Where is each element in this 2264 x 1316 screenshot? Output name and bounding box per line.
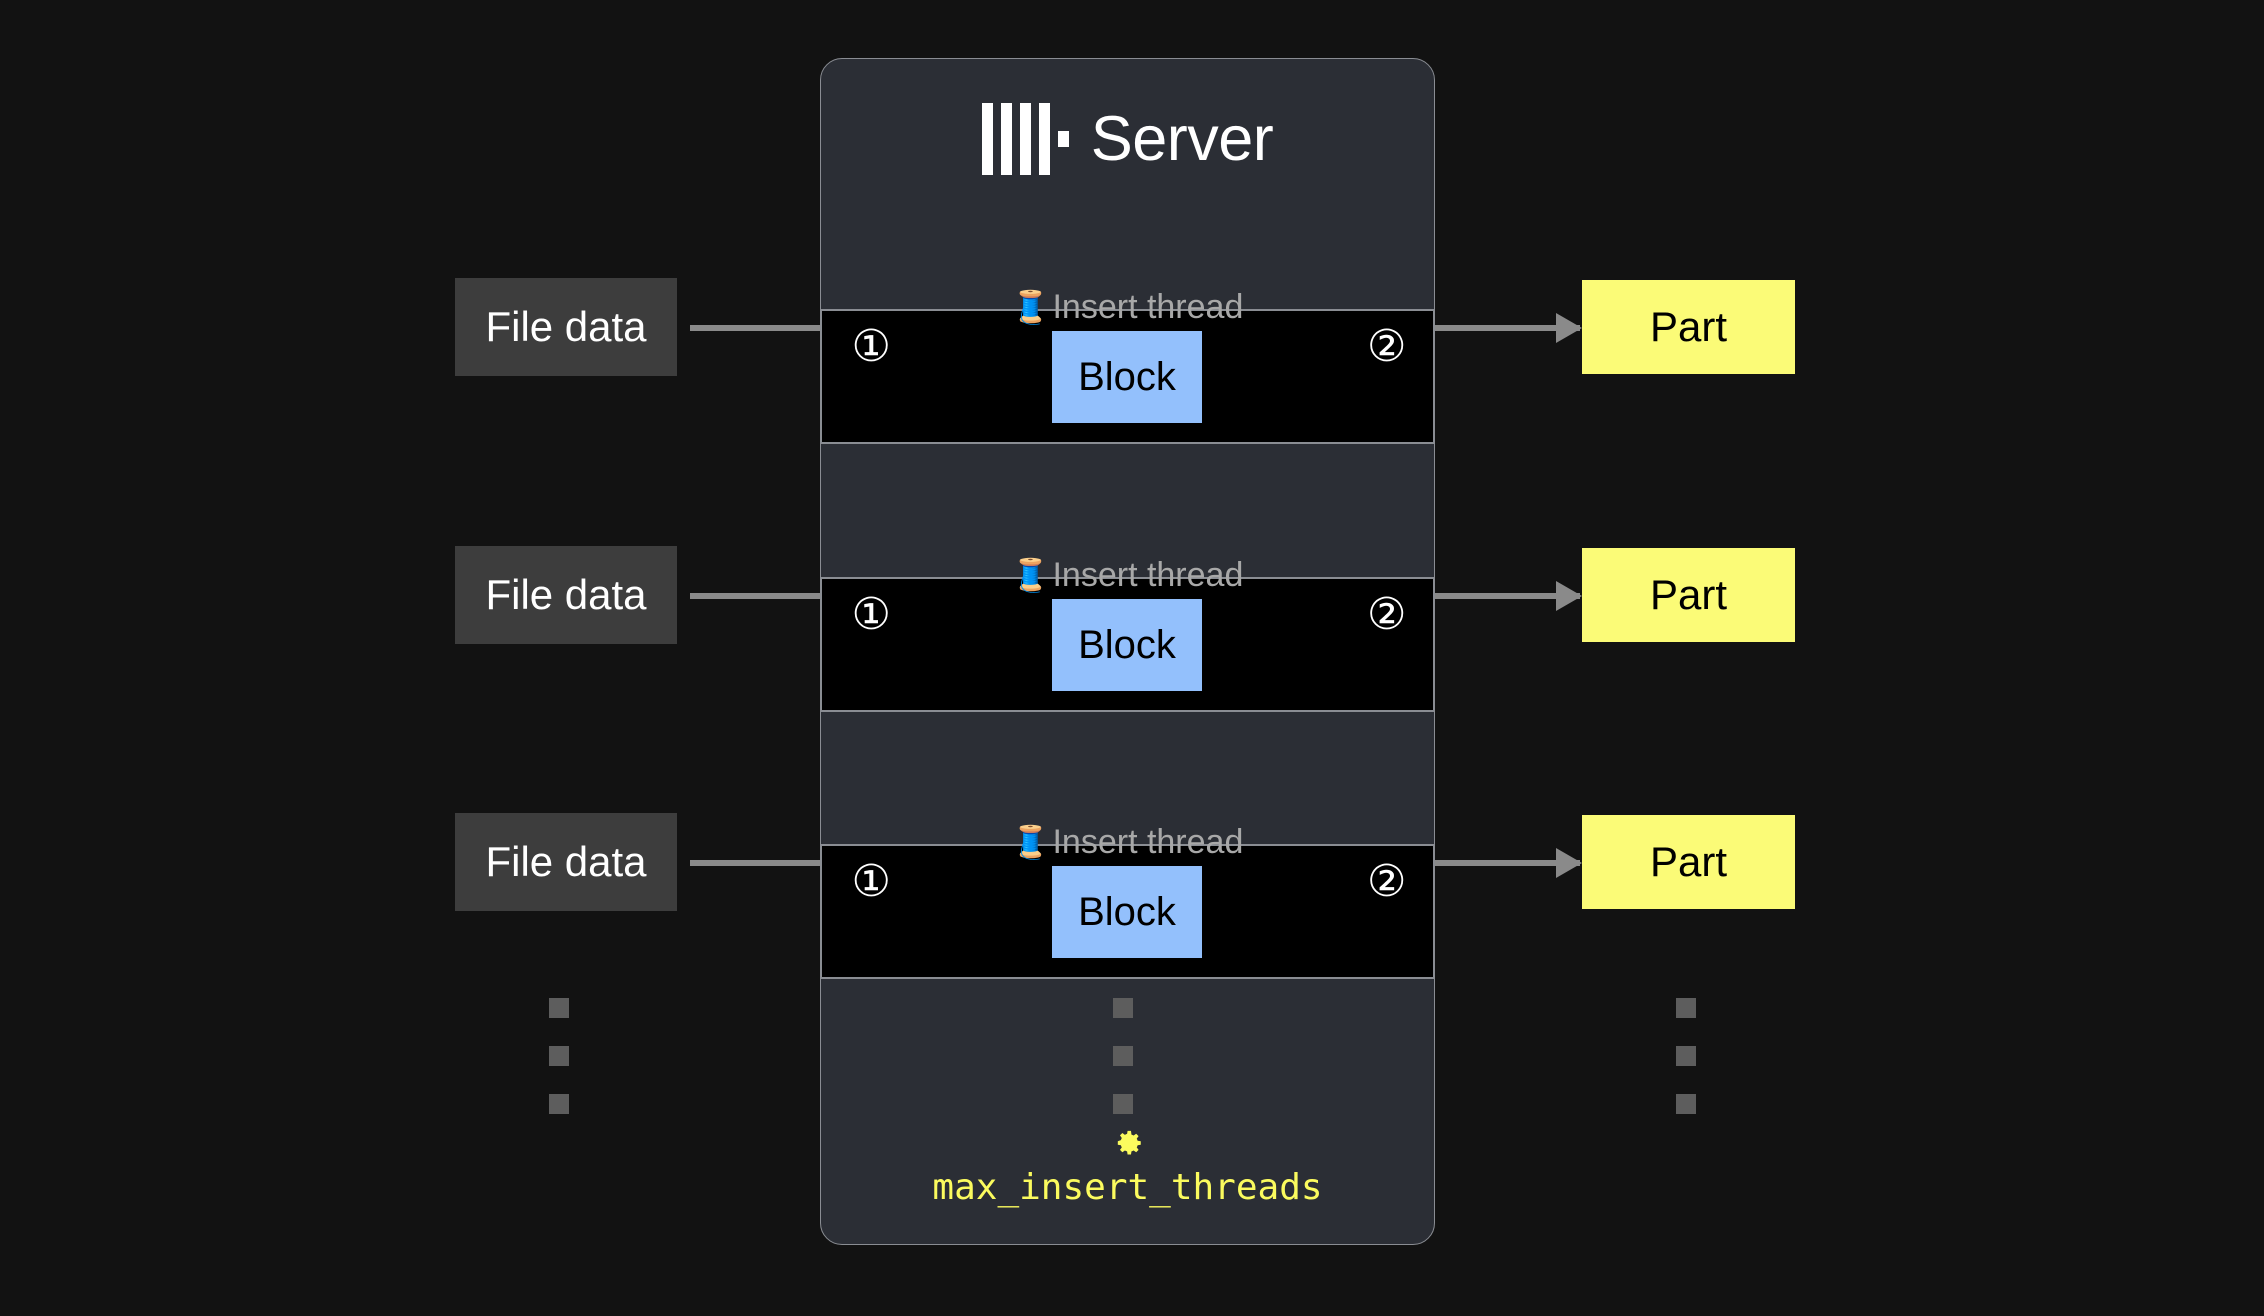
- server-header: Server: [821, 59, 1434, 219]
- ellipsis-dot: [1113, 998, 1133, 1018]
- insert-thread-label-group-3: 🧵 Insert thread: [1011, 825, 1244, 859]
- file-data-label: File data: [485, 571, 647, 618]
- part-label: Part: [1649, 571, 1728, 618]
- gear-icon: [1117, 1130, 1141, 1155]
- part-box-1: Part: [1582, 280, 1795, 374]
- step-marker-out-1: ②: [1367, 322, 1407, 371]
- part-label: Part: [1649, 838, 1728, 885]
- step-marker-in-2: ①: [851, 590, 891, 639]
- part-label: Part: [1649, 303, 1728, 350]
- file-data-box-3: File data: [455, 813, 677, 911]
- ellipsis-dot: [1676, 1094, 1696, 1114]
- block-box-2: Block: [1052, 598, 1202, 691]
- ellipsis-dot: [549, 998, 569, 1018]
- thread-spool-icon: 🧵: [1010, 824, 1051, 860]
- thread-spool-icon: 🧵: [1010, 289, 1051, 325]
- file-data-label: File data: [485, 303, 647, 350]
- insert-thread-lane-3: 🧵 Insert thread ① ② Block: [819, 825, 1435, 979]
- ellipsis-dot: [1113, 1046, 1133, 1066]
- insert-thread-label-group-1: 🧵 Insert thread: [1011, 290, 1244, 324]
- part-box-3: Part: [1582, 815, 1795, 909]
- block-box-3: Block: [1052, 865, 1202, 958]
- step-marker-out-2: ②: [1367, 590, 1407, 639]
- ellipsis-dot: [1113, 1094, 1133, 1114]
- file-data-label: File data: [485, 838, 647, 885]
- insert-thread-lane-1: 🧵 Insert thread ① ② Block: [819, 290, 1435, 444]
- insert-thread-label-group-2: 🧵 Insert thread: [1011, 558, 1244, 592]
- ellipsis-center: [1113, 998, 1133, 1114]
- ellipsis-dot: [1676, 1046, 1696, 1066]
- ellipsis-dot: [549, 1046, 569, 1066]
- ellipsis-dot: [549, 1094, 569, 1114]
- step-marker-in-3: ①: [851, 857, 891, 906]
- server-title: Server: [1090, 103, 1274, 174]
- insert-thread-label: Insert thread: [1052, 556, 1244, 594]
- insert-thread-label: Insert thread: [1052, 823, 1244, 861]
- block-label: Block: [1078, 622, 1176, 667]
- step-marker-out-3: ②: [1367, 857, 1407, 906]
- block-box-1: Block: [1052, 330, 1202, 423]
- thread-spool-icon: 🧵: [1010, 557, 1051, 593]
- max-insert-threads-setting: max_insert_threads: [821, 1126, 1434, 1206]
- server-panel: Server 🧵 Insert thread ① ② Block 🧵 Inser…: [819, 58, 1435, 1245]
- file-data-box-1: File data: [455, 278, 677, 376]
- step-marker-in-1: ①: [851, 322, 891, 371]
- file-data-box-2: File data: [455, 546, 677, 644]
- ellipsis-left: [549, 998, 569, 1114]
- block-label: Block: [1078, 889, 1176, 934]
- insert-thread-lane-2: 🧵 Insert thread ① ② Block: [819, 558, 1435, 712]
- clickhouse-logo-icon: [981, 103, 1069, 175]
- part-box-2: Part: [1582, 548, 1795, 642]
- ellipsis-right: [1676, 998, 1696, 1114]
- setting-name-label: max_insert_threads: [932, 1167, 1323, 1208]
- block-label: Block: [1078, 354, 1176, 399]
- ellipsis-dot: [1676, 998, 1696, 1018]
- insert-thread-label: Insert thread: [1052, 288, 1244, 326]
